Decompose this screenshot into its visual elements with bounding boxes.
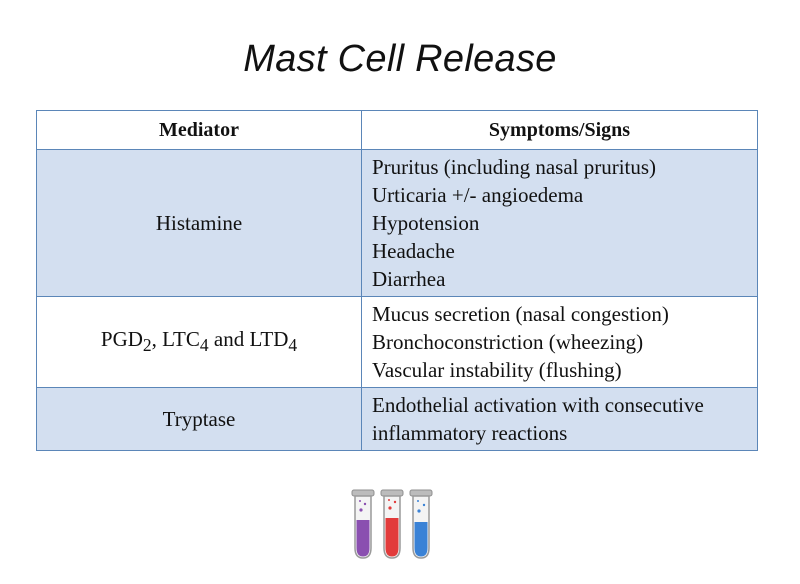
test-tubes-icon — [351, 489, 433, 559]
mediator-part: and LTD — [208, 327, 289, 352]
symptom-item: Mucus secretion (nasal congestion) — [372, 302, 669, 326]
mediator-subscript: 4 — [199, 335, 209, 356]
blue-tube — [409, 489, 433, 559]
symptom-item: Bronchoconstriction (wheezing) — [372, 330, 644, 354]
table-row: PGD2, LTC4 and LTD4 Mucus secretion (nas… — [36, 296, 758, 388]
header-symptoms: Symptoms/Signs — [361, 110, 758, 150]
mediator-histamine: Histamine — [36, 149, 362, 297]
mediator-tryptase: Tryptase — [36, 387, 362, 451]
symptoms-prostaglandins-leukotrienes: Mucus secretion (nasal congestion) Bronc… — [361, 296, 758, 388]
mediator-table: Mediator Symptoms/Signs Histamine Prurit… — [36, 110, 758, 451]
mediator-part: , LTC — [151, 327, 200, 352]
symptom-item: Diarrhea — [372, 267, 446, 291]
symptom-item: Pruritus (including nasal pruritus) — [372, 155, 657, 179]
symptoms-histamine: Pruritus (including nasal pruritus) Urti… — [361, 149, 758, 297]
symptom-item: Vascular instability (flushing) — [372, 358, 622, 382]
mediator-prostaglandins-leukotrienes: PGD2, LTC4 and LTD4 — [36, 296, 362, 388]
symptoms-tryptase: Endothelial activation with consecutive … — [361, 387, 758, 451]
symptom-item: inflammatory reactions — [372, 421, 568, 445]
mediator-subscript: 4 — [288, 335, 298, 356]
table-row: Tryptase Endothelial activation with con… — [36, 387, 758, 451]
purple-tube — [351, 489, 375, 559]
mediator-part: PGD — [100, 327, 143, 352]
header-mediator: Mediator — [36, 110, 362, 150]
mediator-subscript: 2 — [142, 335, 152, 356]
table-header-row: Mediator Symptoms/Signs — [36, 110, 758, 150]
symptom-item: Urticaria +/- angioedema — [372, 183, 584, 207]
table-row: Histamine Pruritus (including nasal prur… — [36, 149, 758, 297]
symptom-item: Headache — [372, 239, 455, 263]
red-tube — [380, 489, 404, 559]
page-title: Mast Cell Release — [243, 38, 557, 80]
symptom-item: Endothelial activation with consecutive — [372, 393, 704, 417]
symptom-item: Hypotension — [372, 211, 480, 235]
